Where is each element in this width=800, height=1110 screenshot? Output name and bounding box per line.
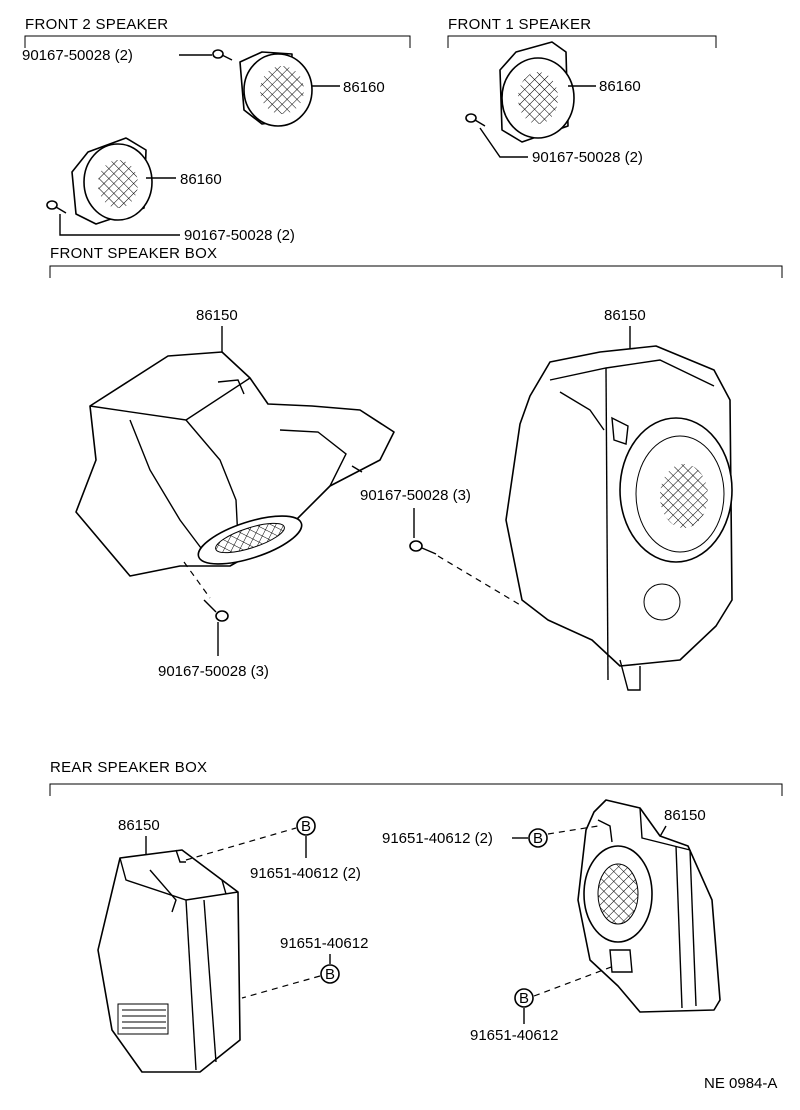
svg-text:B: B	[533, 830, 543, 847]
clip-b-icon: B	[320, 964, 340, 984]
section-front2-bracket	[24, 35, 411, 48]
clip-b-icon: B	[514, 988, 534, 1008]
svg-text:B: B	[325, 966, 335, 983]
label-f1-speaker: 86160	[599, 78, 641, 95]
leader-line	[185, 827, 297, 861]
section-rear-box-bracket	[49, 783, 783, 796]
leader-line	[533, 965, 615, 997]
clip-b-icon: B	[528, 828, 548, 848]
label-f2-speaker-lower: 86160	[180, 171, 222, 188]
svg-text:B: B	[301, 818, 311, 835]
screw-icon	[212, 49, 233, 61]
label-rb-right-clip-lower: 91651-40612	[470, 1027, 558, 1044]
label-f2-screw-lower: 90167-50028 (2)	[184, 227, 295, 244]
label-rb-right-box: 86150	[664, 807, 706, 824]
label-f2-speaker-upper: 86160	[343, 79, 385, 96]
screw-icon	[46, 200, 67, 214]
speaker-icon	[71, 137, 153, 225]
section-front-box-title: FRONT SPEAKER BOX	[50, 245, 217, 262]
section-front1-bracket	[447, 35, 717, 48]
label-f1-screw: 90167-50028 (2)	[532, 149, 643, 166]
svg-text:B: B	[519, 990, 529, 1007]
clip-b-icon: B	[296, 816, 316, 836]
label-fb-left-box: 86150	[196, 307, 238, 324]
rear-speaker-box-right	[577, 799, 721, 1013]
rear-speaker-box-left	[97, 849, 241, 1073]
section-rear-box-title: REAR SPEAKER BOX	[50, 759, 207, 776]
speaker-icon	[499, 41, 575, 143]
label-fb-screw-mid: 90167-50028 (3)	[360, 487, 471, 504]
section-front2-title: FRONT 2 SPEAKER	[25, 16, 168, 33]
label-fb-screw-low: 90167-50028 (3)	[158, 663, 269, 680]
label-rb-left-clip-upper: 91651-40612 (2)	[250, 865, 361, 882]
leader-line	[241, 975, 321, 999]
leader-line	[547, 825, 599, 835]
screw-icon	[203, 599, 229, 622]
label-rb-right-clip-upper: 91651-40612 (2)	[382, 830, 493, 847]
section-front1-title: FRONT 1 SPEAKER	[448, 16, 591, 33]
speaker-icon	[239, 51, 313, 127]
leader-line	[183, 561, 211, 599]
screw-icon	[465, 113, 486, 127]
diagram-code: NE 0984-A	[704, 1075, 777, 1092]
leader-line	[437, 555, 523, 607]
screw-icon	[409, 540, 437, 555]
label-fb-right-box: 86150	[604, 307, 646, 324]
label-f2-screw: 90167-50028 (2)	[22, 47, 133, 64]
leader-line	[59, 214, 180, 236]
label-rb-left-clip-lower: 91651-40612	[280, 935, 368, 952]
label-rb-left-box: 86150	[118, 817, 160, 834]
front-speaker-box-left	[75, 351, 395, 577]
section-front-box-bracket	[49, 265, 783, 278]
leader-line	[479, 127, 528, 158]
front-speaker-box-right	[505, 345, 733, 691]
